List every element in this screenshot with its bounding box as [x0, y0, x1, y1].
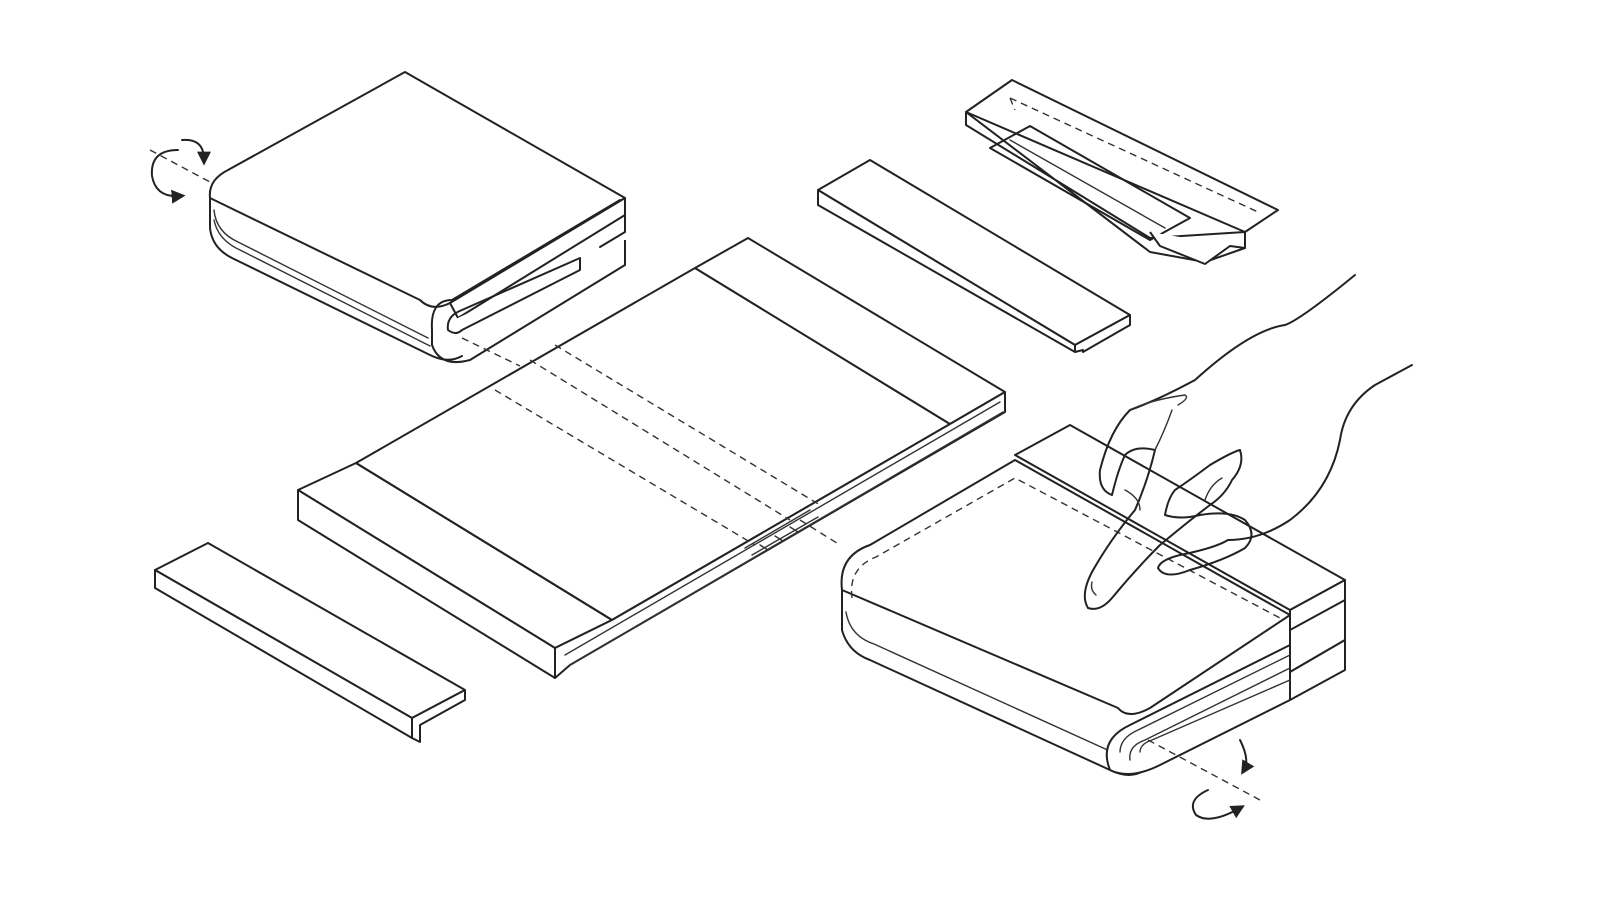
folded-device-blue: [840, 424, 1346, 820]
unfolded-display-panel: [297, 237, 1006, 679]
hinge-detail: [965, 79, 1279, 265]
folded-device-grey: [149, 71, 626, 367]
side-bar-right: [817, 159, 1131, 353]
hand-icon: [1083, 274, 1413, 610]
side-bar-left: [154, 542, 466, 743]
